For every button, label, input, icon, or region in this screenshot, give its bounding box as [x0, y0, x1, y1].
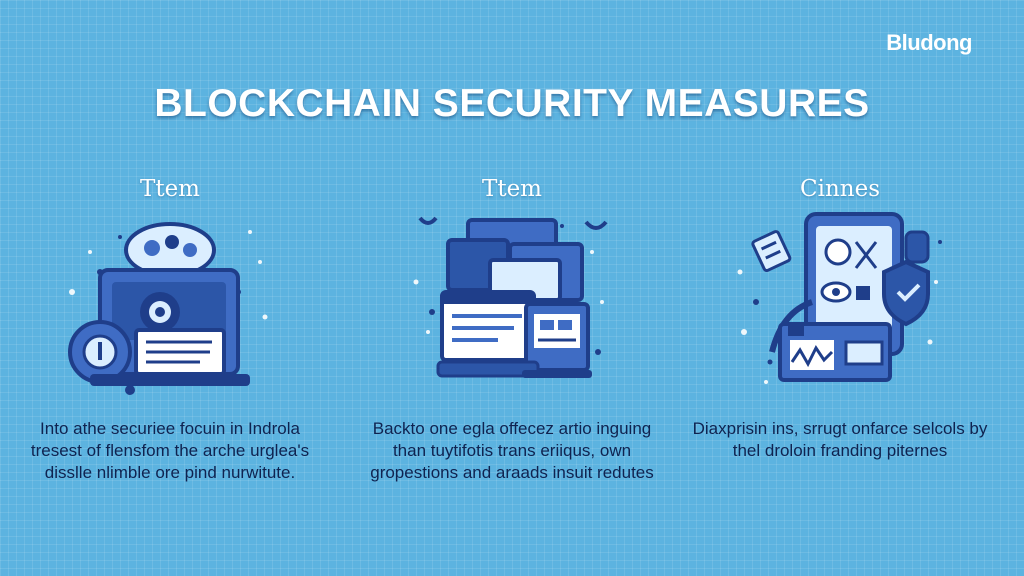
feature-text-2: Backto one egla offecez artio inguing th… [370, 419, 654, 482]
feature-heading-1: Ttem [139, 176, 200, 202]
feature-text-3: Diaxprisin ins, srrugt onfarce selcols b… [692, 419, 988, 460]
stacked-windows-icon [413, 216, 608, 378]
padlock-monitor-icon [68, 222, 268, 395]
feature-column-2: Ttem Backto one egla offecez artio ingui… [352, 172, 672, 484]
feature-text-1: Into athe securiee focuin in Indrola tre… [30, 419, 310, 482]
feature-heading-3: Cinnes [800, 176, 880, 202]
brand-logo: Bludong [886, 30, 972, 55]
feature-column-1: Ttem Into athe securiee focuin in [10, 172, 330, 484]
mobile-device-shield-icon [737, 212, 942, 384]
page-title: BLOCKCHAIN SECURITY MEASURES [154, 82, 870, 125]
feature-heading-2: Ttem [481, 176, 542, 202]
feature-column-3: Cinnes Diaxpris [680, 172, 1000, 462]
